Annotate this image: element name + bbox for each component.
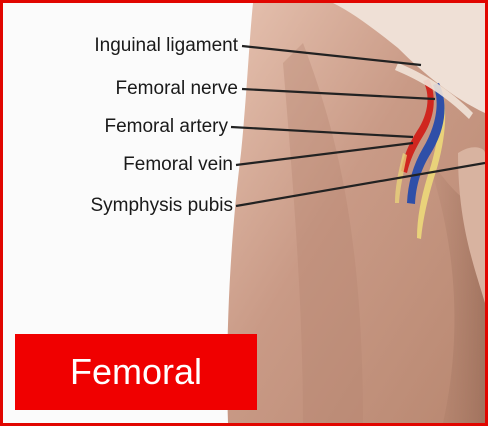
label-femoral-artery: Femoral artery: [23, 116, 228, 138]
label-inguinal-ligament: Inguinal ligament: [33, 35, 238, 57]
label-symphysis-pubis: Symphysis pubis: [15, 195, 233, 217]
femoral-badge: Femoral: [15, 334, 257, 410]
label-femoral-nerve: Femoral nerve: [33, 78, 238, 100]
label-femoral-vein: Femoral vein: [28, 154, 233, 176]
